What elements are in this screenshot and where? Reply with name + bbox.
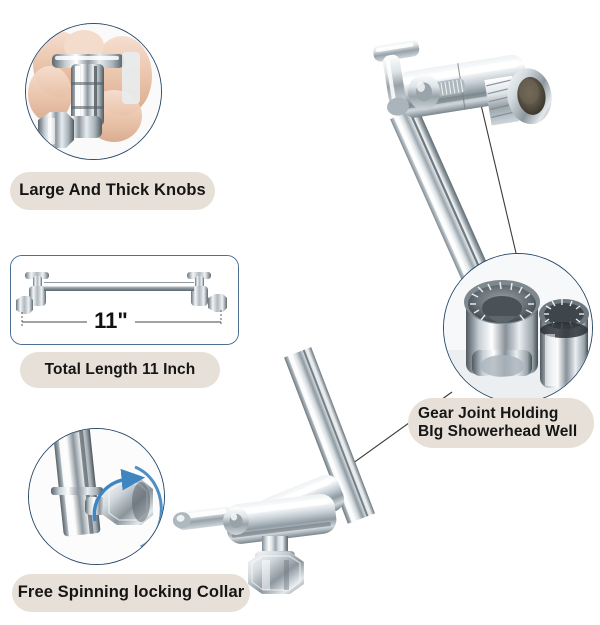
callout-gear-label-line2: BIg Showerhead Well: [418, 423, 578, 440]
callout-collar-label: Free Spinning locking Collar: [12, 574, 250, 612]
gear-plug-right: [539, 299, 589, 388]
callout-collar-image: [28, 428, 165, 565]
top-lever-knob: [373, 39, 420, 116]
right-valve: [187, 272, 227, 312]
product-photo: [172, 39, 552, 594]
callout-gear-label-line1: Gear Joint Holding: [418, 404, 559, 422]
callout-length-label: Total Length 11 Inch: [20, 352, 220, 388]
callout-knobs-image: [25, 23, 162, 160]
threaded-outlet: [484, 68, 552, 126]
top-fitting: [373, 39, 552, 126]
gear-socket-left: [464, 280, 540, 377]
hex-nut: [248, 552, 304, 594]
bottom-lever-knob: [172, 505, 234, 530]
callout-length-image: 11": [10, 255, 239, 345]
leader-line-top: [477, 91, 517, 254]
callout-gear-image: [443, 253, 593, 403]
callout-gear-label: Gear Joint Holding BIg Showerhead Well: [408, 398, 594, 448]
bottom-fitting: [172, 493, 337, 594]
dimension-text: 11": [94, 308, 128, 333]
callout-knobs-label: Large And Thick Knobs: [10, 172, 215, 210]
left-valve: [16, 272, 49, 314]
